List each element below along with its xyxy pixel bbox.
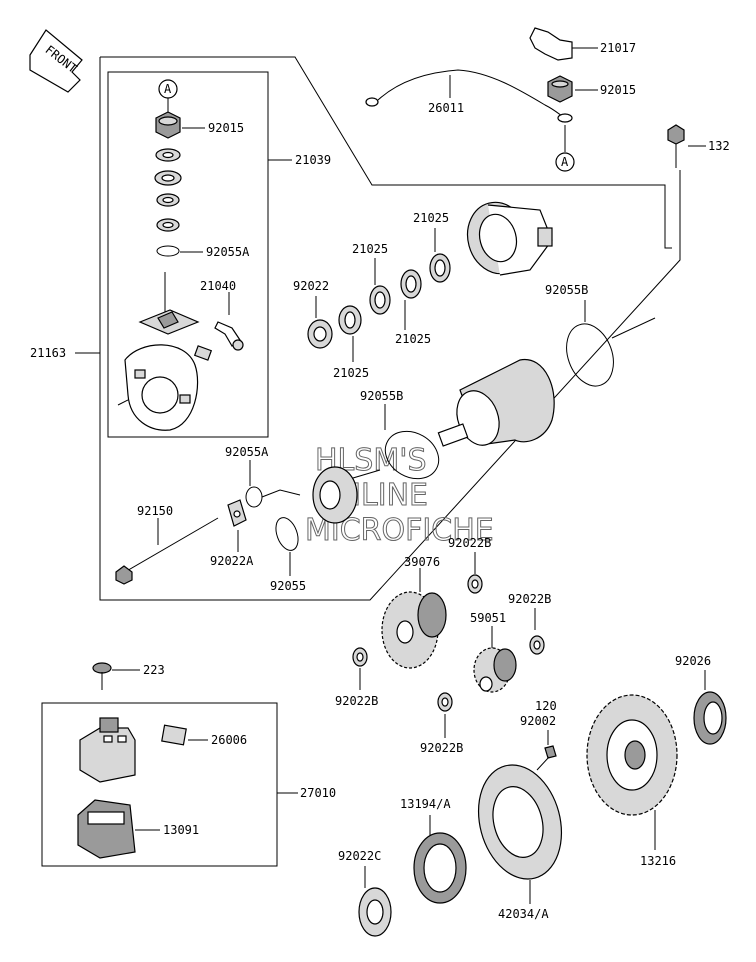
svg-text:21025: 21025 [333, 366, 369, 380]
svg-text:21039: 21039 [295, 153, 331, 167]
washer-21025-top: 21025 [413, 211, 451, 283]
svg-text:120: 120 [535, 699, 557, 713]
oring-92055a: 92055A [225, 445, 301, 508]
svg-text:92055B: 92055B [360, 389, 403, 403]
svg-text:21025: 21025 [395, 332, 431, 346]
svg-text:21040: 21040 [200, 279, 236, 293]
svg-text:92015: 92015 [208, 121, 244, 135]
svg-text:132: 132 [708, 139, 730, 153]
svg-text:223: 223 [143, 663, 165, 677]
motor-body [437, 359, 555, 447]
svg-text:92055B: 92055B [545, 283, 588, 297]
washer-92022a: 92022A [210, 499, 254, 568]
svg-text:26006: 26006 [211, 733, 247, 747]
svg-text:92150: 92150 [137, 504, 173, 518]
relay-box-27010 [41, 702, 278, 867]
washer-92022b-top: 92022B [448, 536, 491, 594]
oil-seal-92026: 92026 [675, 654, 727, 745]
motor-front-cover [312, 466, 381, 524]
clutch-hub-13194a: 13194/A [400, 797, 467, 904]
idler-gear-39076: 39076 [381, 555, 447, 669]
svg-text:92022C: 92022C [338, 849, 381, 863]
svg-text:42034/A: 42034/A [498, 907, 549, 921]
oring-92055b-right: 92055B [545, 283, 656, 387]
fuse-26006: 26006 [161, 724, 247, 747]
svg-text:A: A [561, 155, 569, 169]
svg-text:92002: 92002 [520, 714, 556, 728]
oring-92055: 92055 [270, 517, 306, 593]
label-21163: 21163 [30, 346, 100, 360]
relay-assembly [79, 717, 136, 783]
nut-92015-box: 92015 [155, 111, 244, 139]
oring-92055b-center: 92055B [360, 389, 440, 480]
svg-text:A: A [164, 82, 172, 96]
svg-text:92015: 92015 [600, 83, 636, 97]
terminal-cap-21017: 21017 [529, 27, 636, 61]
terminal-bolt-plate [138, 272, 200, 335]
svg-text:92022B: 92022B [335, 694, 378, 708]
washer-92022b-bottom: 92022B [420, 692, 463, 755]
svg-text:92026: 92026 [675, 654, 711, 668]
nut-92015-cable: 92015 [547, 75, 636, 103]
label-27010: 27010 [277, 786, 336, 800]
svg-text:92022A: 92022A [210, 554, 254, 568]
washer-92022: 92022 [293, 279, 333, 349]
oring-92055a-box: 92055A [156, 245, 250, 259]
brush-holder-plate [117, 344, 199, 431]
starter-cable-26011: 26011 [365, 69, 573, 123]
screw-223: 223 [92, 662, 165, 690]
long-bolt-92150: 92150 [115, 504, 219, 585]
svg-text:21017: 21017 [600, 41, 636, 55]
label-21039: 21039 [268, 153, 331, 167]
starter-clutch-gear-13216: 13216 [586, 694, 678, 868]
bolt-132: 132 [667, 124, 730, 168]
washer-21025-upper: 21025 [352, 242, 391, 315]
washer-92022b-right: 92022B [508, 592, 551, 655]
washer-21025-mid: 21025 [395, 269, 431, 346]
washer-92022b-left: 92022B [335, 647, 378, 708]
one-way-clutch-42034a: 42034/A [477, 764, 563, 921]
svg-text:39076: 39076 [404, 555, 440, 569]
end-cover [466, 201, 553, 276]
svg-text:13091: 13091 [163, 823, 199, 837]
svg-text:21025: 21025 [413, 211, 449, 225]
svg-text:92022B: 92022B [448, 536, 491, 550]
circle-a-top: A [158, 79, 178, 112]
brush-21040: 21040 [193, 279, 244, 361]
svg-text:92055A: 92055A [225, 445, 269, 459]
washer-21025-low: 21025 [333, 305, 369, 380]
svg-text:26011: 26011 [428, 101, 464, 115]
washer-stack [154, 148, 182, 232]
relay-case-13091: 13091 [77, 799, 199, 859]
svg-text:21025: 21025 [352, 242, 388, 256]
bolt-92002: 120 92002 [520, 699, 557, 771]
front-direction-badge: FRONT [29, 29, 83, 93]
main-assembly-frame [99, 56, 681, 601]
inner-box-21039 [107, 71, 269, 438]
svg-text:13216: 13216 [640, 854, 676, 868]
washer-92022c: 92022C [338, 849, 392, 937]
svg-text:92022: 92022 [293, 279, 329, 293]
svg-text:92022B: 92022B [420, 741, 463, 755]
svg-text:92055: 92055 [270, 579, 306, 593]
svg-text:27010: 27010 [300, 786, 336, 800]
svg-text:59051: 59051 [470, 611, 506, 625]
svg-text:13194/A: 13194/A [400, 797, 451, 811]
svg-text:21163: 21163 [30, 346, 66, 360]
reduction-gear-59051: 59051 [470, 611, 517, 693]
svg-text:92022B: 92022B [508, 592, 551, 606]
circle-a-cable: A [555, 125, 575, 172]
svg-text:92055A: 92055A [206, 245, 250, 259]
